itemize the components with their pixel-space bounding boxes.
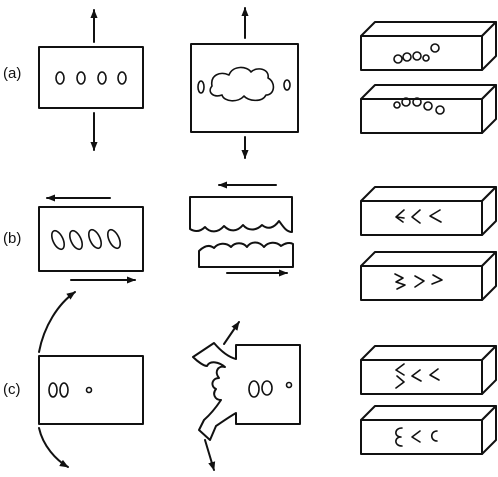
row-b-fracture-surfaces (360, 186, 497, 301)
row-a: (a) (3, 7, 497, 159)
tear-arrow-down-icon (38, 427, 69, 468)
row-a-fracture-surfaces (360, 21, 497, 134)
row-b-plate-initial (38, 194, 144, 284)
tear-arrow-down-icon (204, 439, 216, 471)
row-a-plate-coalesced (190, 7, 299, 159)
row-c-label: (c) (3, 381, 21, 398)
row-b-plate-sheared (189, 181, 294, 277)
row-a-plate-initial (38, 9, 144, 151)
tear-arrow-up-icon (223, 321, 240, 345)
row-b: (b) (3, 181, 497, 301)
row-c: (c) (3, 291, 497, 471)
row-c-plate-initial (38, 291, 144, 468)
row-c-plate-torn (192, 321, 301, 471)
tear-arrow-up-icon (38, 291, 76, 353)
row-b-label: (b) (3, 230, 21, 247)
row-a-label: (a) (3, 65, 21, 82)
row-c-fracture-surfaces (360, 345, 497, 455)
